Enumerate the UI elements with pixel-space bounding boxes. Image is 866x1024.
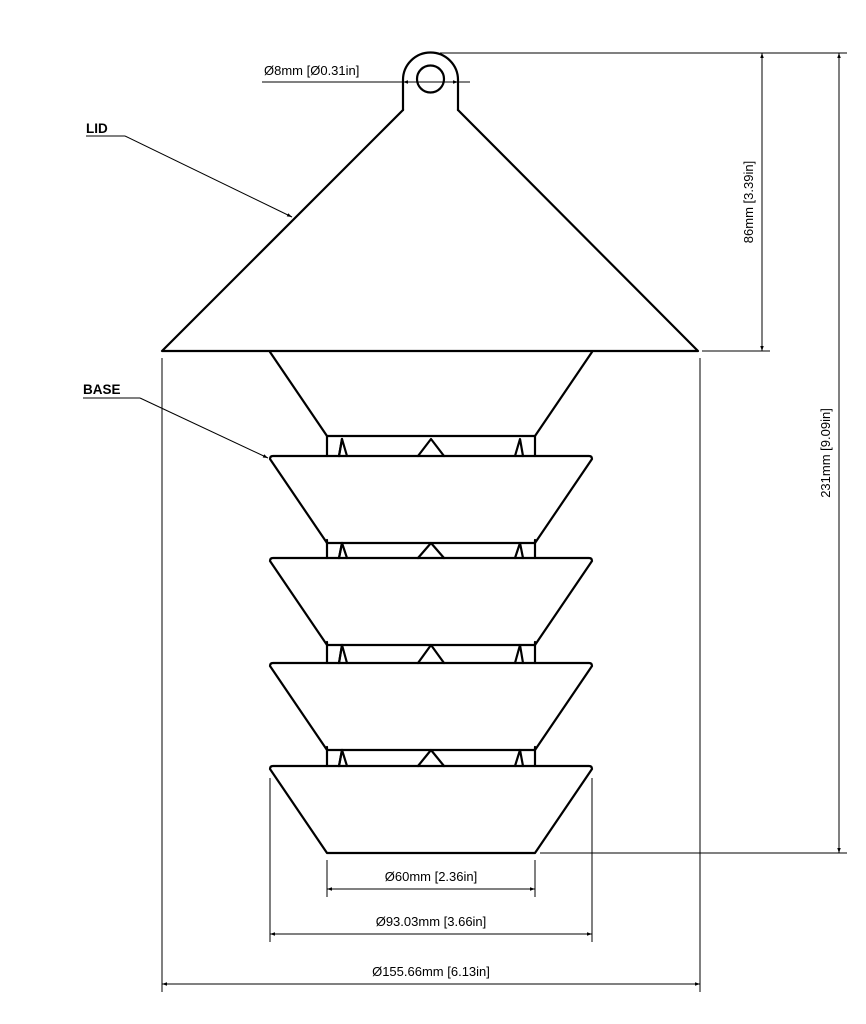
lid-callout: LID — [86, 121, 293, 218]
base-bottom-diameter-dimension: Ø60mm [2.36in] — [326, 860, 536, 897]
tier-connector — [325, 538, 537, 560]
vent-center — [416, 643, 446, 665]
base-callout-label: BASE — [83, 382, 121, 397]
total-height-dimension: 231mm [9.09in] — [540, 52, 847, 854]
hanger-loop — [401, 51, 460, 112]
vent-left-inner — [337, 541, 344, 560]
hanger-hole-dim-label: Ø8mm [Ø0.31in] — [264, 63, 359, 78]
vent-right — [513, 643, 525, 665]
hanger-hole — [415, 64, 446, 94]
lid-cone — [160, 108, 700, 353]
base-callout: BASE — [83, 382, 269, 459]
vent-left-inner — [337, 643, 344, 665]
lid-height-dimension: 86mm [3.39in] — [440, 52, 770, 352]
vent-right — [513, 748, 525, 768]
base-bottom-diameter-dim-label: Ø60mm [2.36in] — [385, 869, 478, 884]
base-tier-1 — [268, 454, 594, 545]
vent-center — [416, 541, 446, 560]
vent-center — [416, 437, 446, 458]
vent-left-inner — [337, 748, 344, 768]
tier-connector — [325, 640, 537, 665]
vent-left-inner — [337, 437, 344, 458]
vent-center — [416, 748, 446, 768]
base-tier-4 — [268, 764, 594, 855]
tier-diameter-dimension: Ø93.03mm [3.66in] — [269, 778, 593, 942]
lid-height-dim-label: 86mm [3.39in] — [741, 161, 756, 243]
base-tier-2 — [268, 556, 594, 647]
tier-diameter-dim-label: Ø93.03mm [3.66in] — [376, 914, 487, 929]
hanger-hole-dimension: Ø8mm [Ø0.31in] — [262, 63, 470, 84]
base-shape — [268, 350, 594, 855]
lid-diameter-dimension: Ø155.66mm [6.13in] — [161, 358, 701, 992]
tier-connector — [325, 745, 537, 768]
base-top-funnel — [268, 350, 594, 438]
total-height-dim-label: 231mm [9.09in] — [818, 408, 833, 498]
tier-connector — [325, 434, 537, 458]
lid-diameter-dim-label: Ø155.66mm [6.13in] — [372, 964, 490, 979]
vent-right — [513, 541, 525, 560]
lid-shape — [160, 51, 700, 353]
base-tier-3 — [268, 661, 594, 752]
lid-callout-label: LID — [86, 121, 108, 136]
vent-right — [513, 437, 525, 458]
